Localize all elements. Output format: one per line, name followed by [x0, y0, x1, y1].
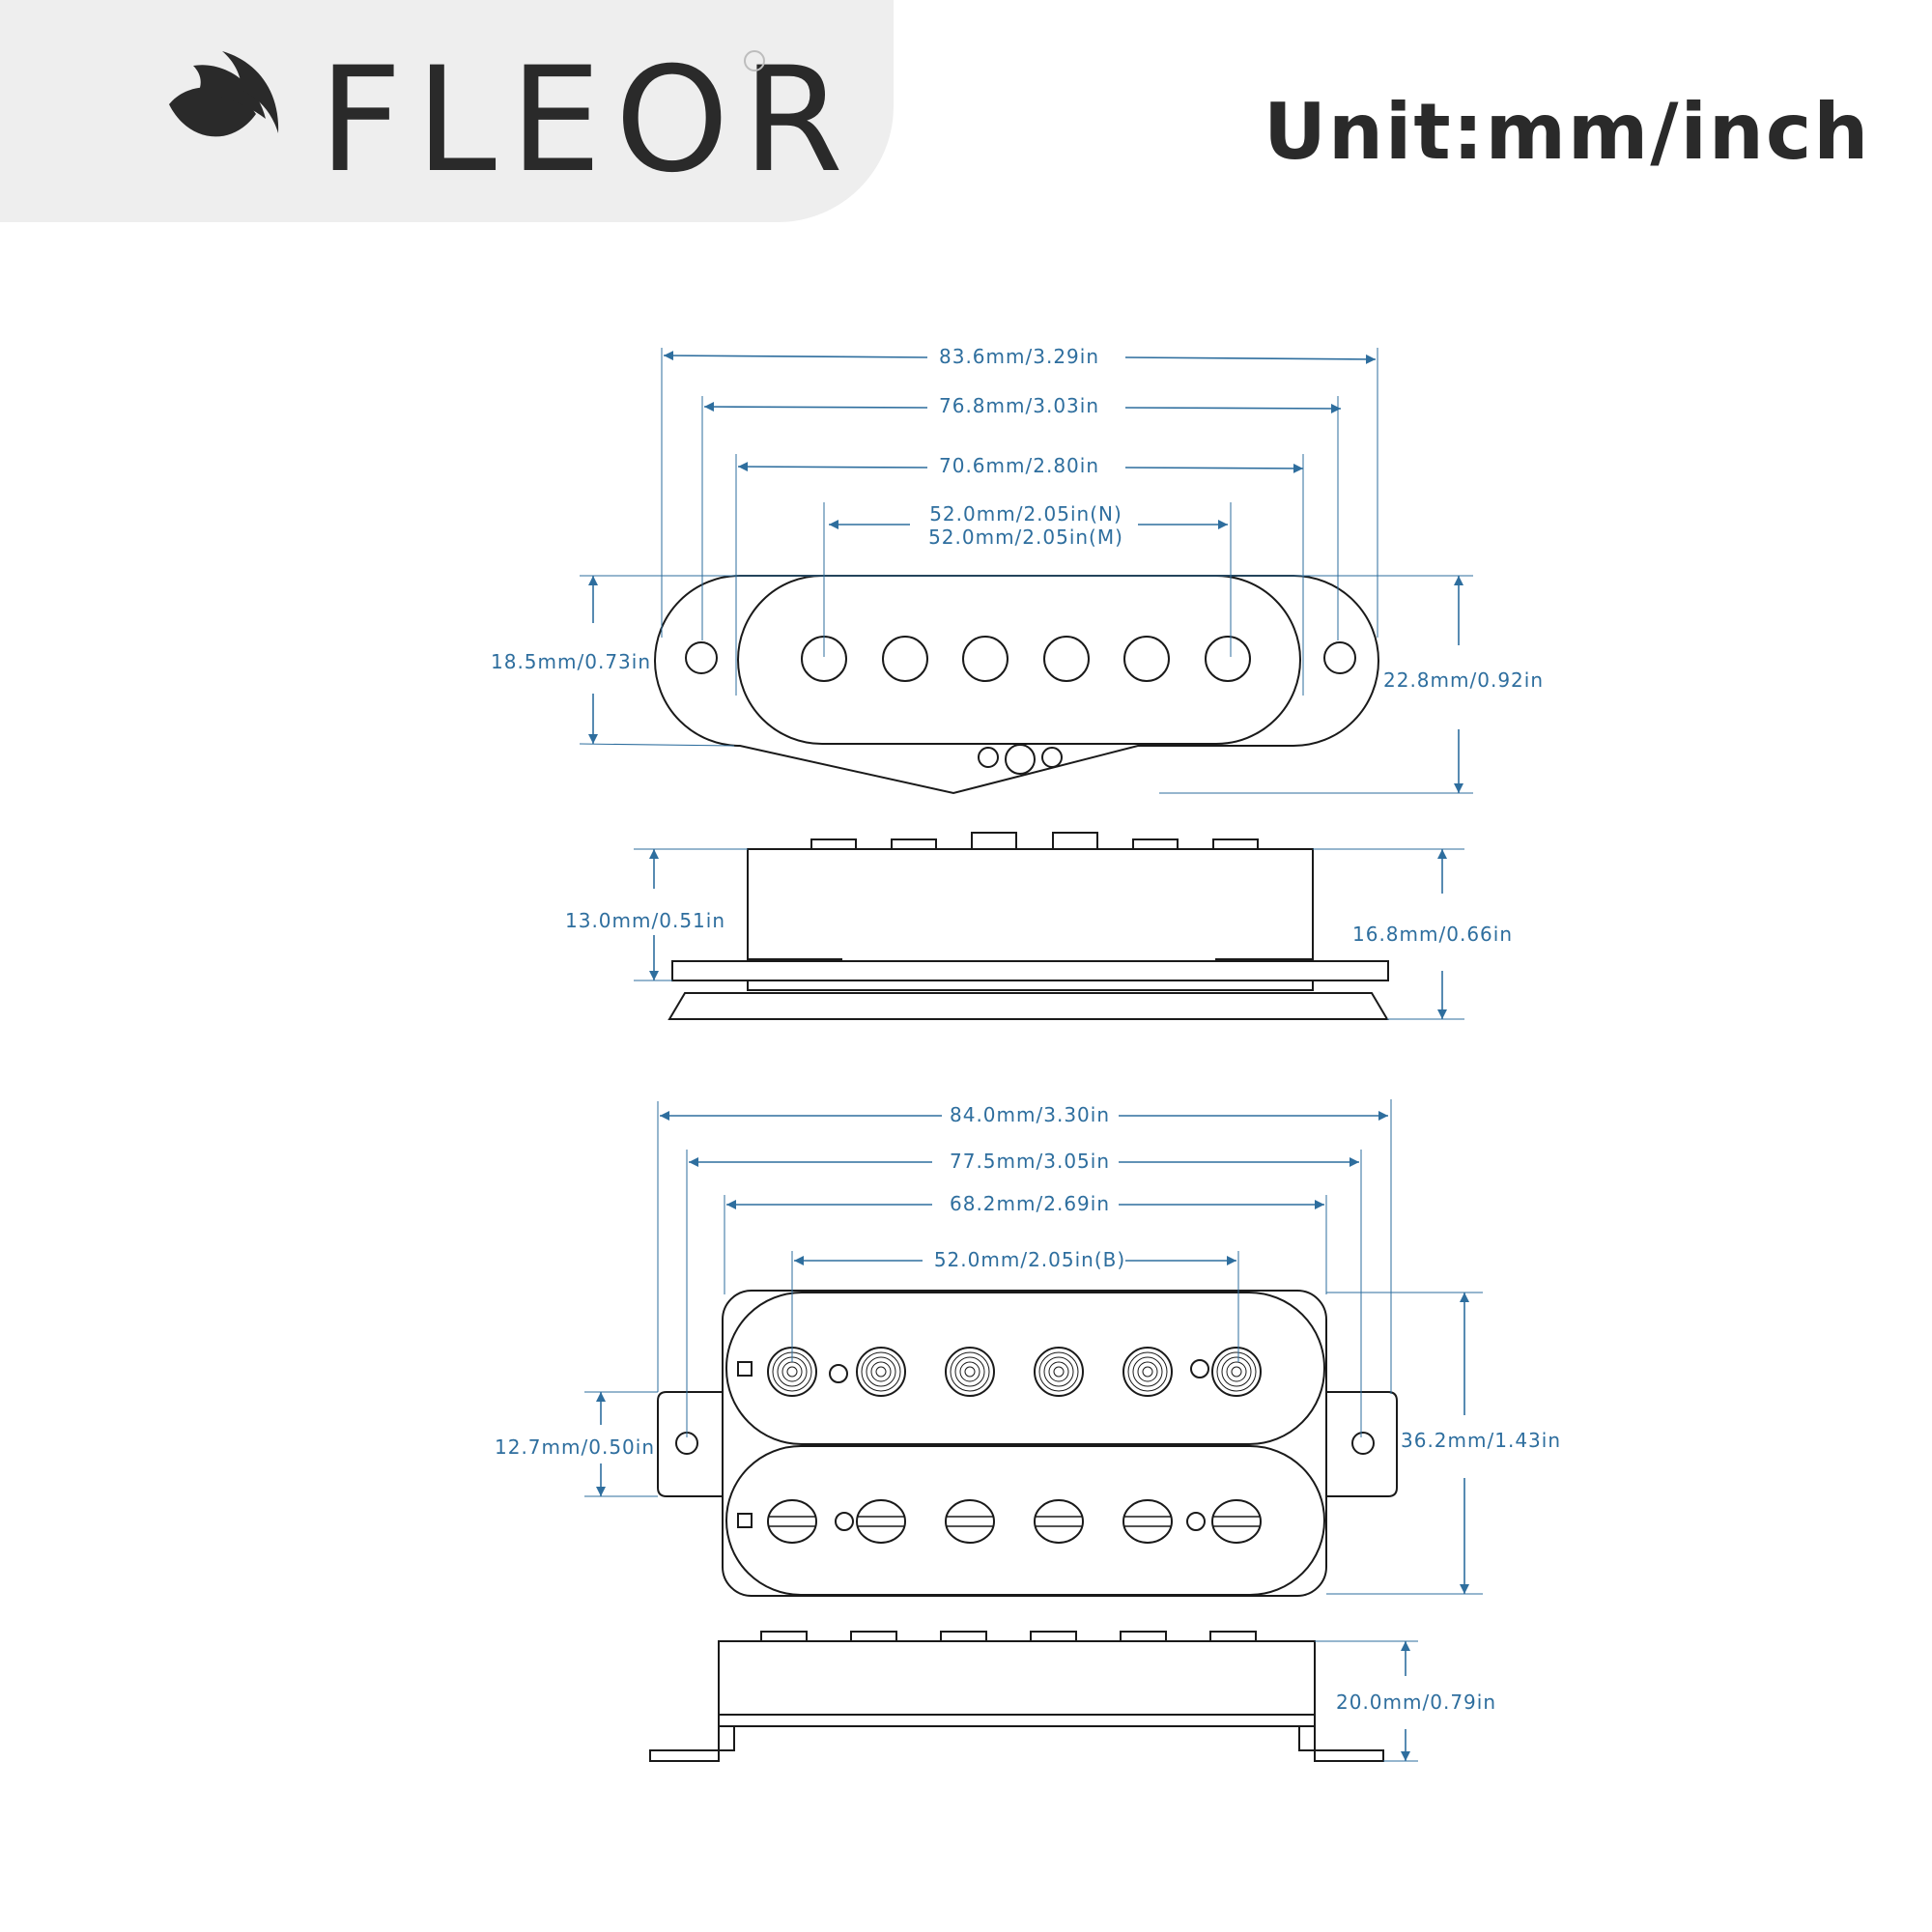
sc-width-overall-label: 83.6mm/3.29in	[939, 345, 1099, 368]
hb-width-mount-label: 77.5mm/3.05in	[950, 1150, 1110, 1173]
sc-plate-height-label: 22.8mm/0.92in	[1383, 668, 1544, 692]
header-banner	[0, 0, 894, 222]
slug-pole-4	[1034, 1347, 1084, 1397]
slug-pole-5	[1122, 1347, 1173, 1397]
hb-cover-height-label: 36.2mm/1.43in	[1401, 1429, 1561, 1452]
humbucker-slug-poles	[767, 1347, 1262, 1397]
slug-pole-6	[1211, 1347, 1262, 1397]
hb-width-cover-label: 68.2mm/2.69in	[950, 1192, 1110, 1215]
screw-pole-6	[1211, 1499, 1262, 1544]
screw-pole-2	[856, 1499, 906, 1544]
unit-label: Unit:mm/inch	[1264, 87, 1871, 177]
sc-cover-height-label: 18.5mm/0.73in	[491, 650, 651, 673]
leaf-logo-icon	[169, 51, 279, 137]
hb-width-overall-label: 84.0mm/3.30in	[950, 1103, 1110, 1126]
slug-pole-2	[856, 1347, 906, 1397]
screw-pole-1	[767, 1499, 817, 1544]
screw-pole-5	[1122, 1499, 1173, 1544]
sc-width-cover-label: 70.6mm/2.80in	[939, 454, 1099, 477]
screw-pole-3	[945, 1499, 995, 1544]
humbucker-top-view: 84.0mm/3.30in 77.5mm/3.05in 68.2mm/2.69i…	[495, 1099, 1561, 1597]
sc-cover-side-height-label: 13.0mm/0.51in	[565, 909, 725, 932]
single-coil-side-view: 13.0mm/0.51in 16.8mm/0.66in	[565, 832, 1513, 1020]
sc-total-height-label: 16.8mm/0.66in	[1352, 923, 1513, 946]
hb-pole-spacing-bridge-label: 52.0mm/2.05in(B)	[934, 1248, 1125, 1271]
slug-pole-3	[945, 1347, 995, 1397]
hb-ear-height-label: 12.7mm/0.50in	[495, 1435, 655, 1459]
screw-pole-4	[1034, 1499, 1084, 1544]
humbucker-screw-poles	[767, 1499, 1262, 1544]
hb-total-height-label: 20.0mm/0.79in	[1336, 1690, 1496, 1714]
sc-pole-spacing-neck-label: 52.0mm/2.05in(N)	[929, 502, 1122, 526]
single-coil-top-view: 83.6mm/3.29in 76.8mm/3.03in 70.6mm/2.80i…	[491, 345, 1544, 795]
sc-pole-spacing-middle-label: 52.0mm/2.05in(M)	[928, 526, 1123, 549]
brand-logo-text: FLEOR	[319, 37, 857, 205]
registered-mark-icon	[744, 50, 765, 71]
humbucker-side-view: 20.0mm/0.79in	[649, 1631, 1496, 1762]
sc-width-mount-label: 76.8mm/3.03in	[939, 394, 1099, 417]
